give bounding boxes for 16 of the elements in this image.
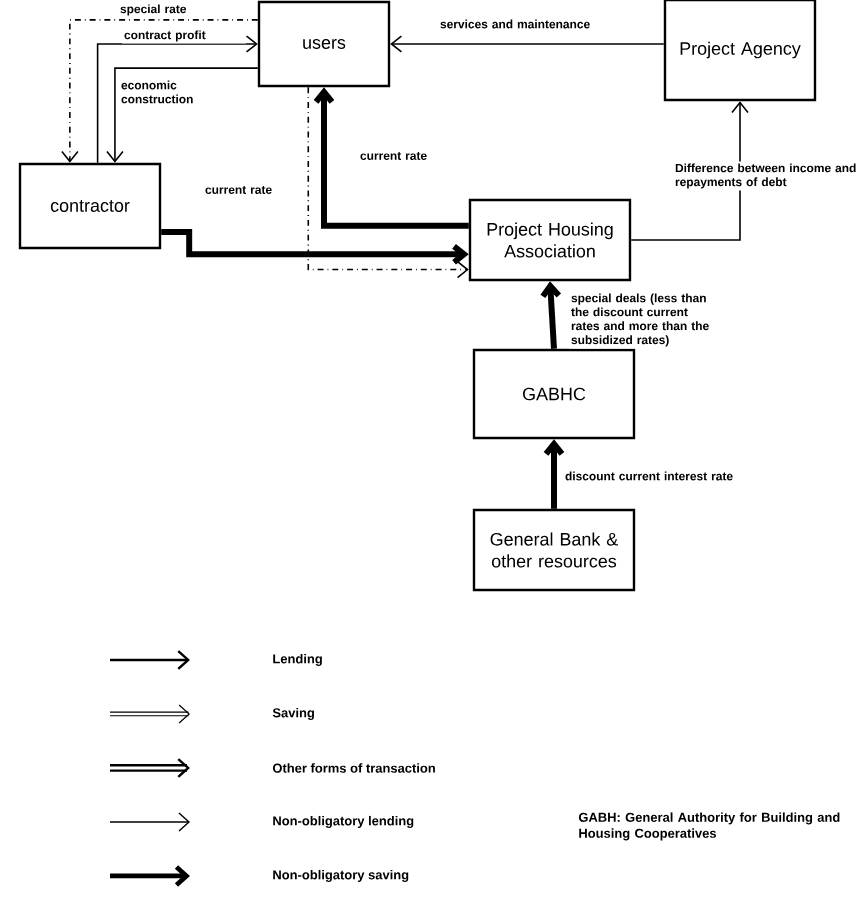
arrow xyxy=(390,35,665,53)
arrow xyxy=(96,35,258,164)
arrow xyxy=(161,228,469,265)
arrow xyxy=(61,19,259,163)
process-box: users xyxy=(257,0,391,88)
process-box: GABHC xyxy=(472,348,636,440)
arrow xyxy=(543,439,565,509)
arrow xyxy=(307,86,469,279)
arrow xyxy=(313,87,469,229)
process-box: contractor xyxy=(18,162,162,250)
arrow xyxy=(630,101,749,241)
process-box: Project Agency xyxy=(663,0,817,102)
process-box: General Bank & other resources xyxy=(472,508,636,592)
arrow xyxy=(540,281,562,349)
arrow xyxy=(106,67,259,163)
process-box: Project Housing Association xyxy=(468,198,632,282)
